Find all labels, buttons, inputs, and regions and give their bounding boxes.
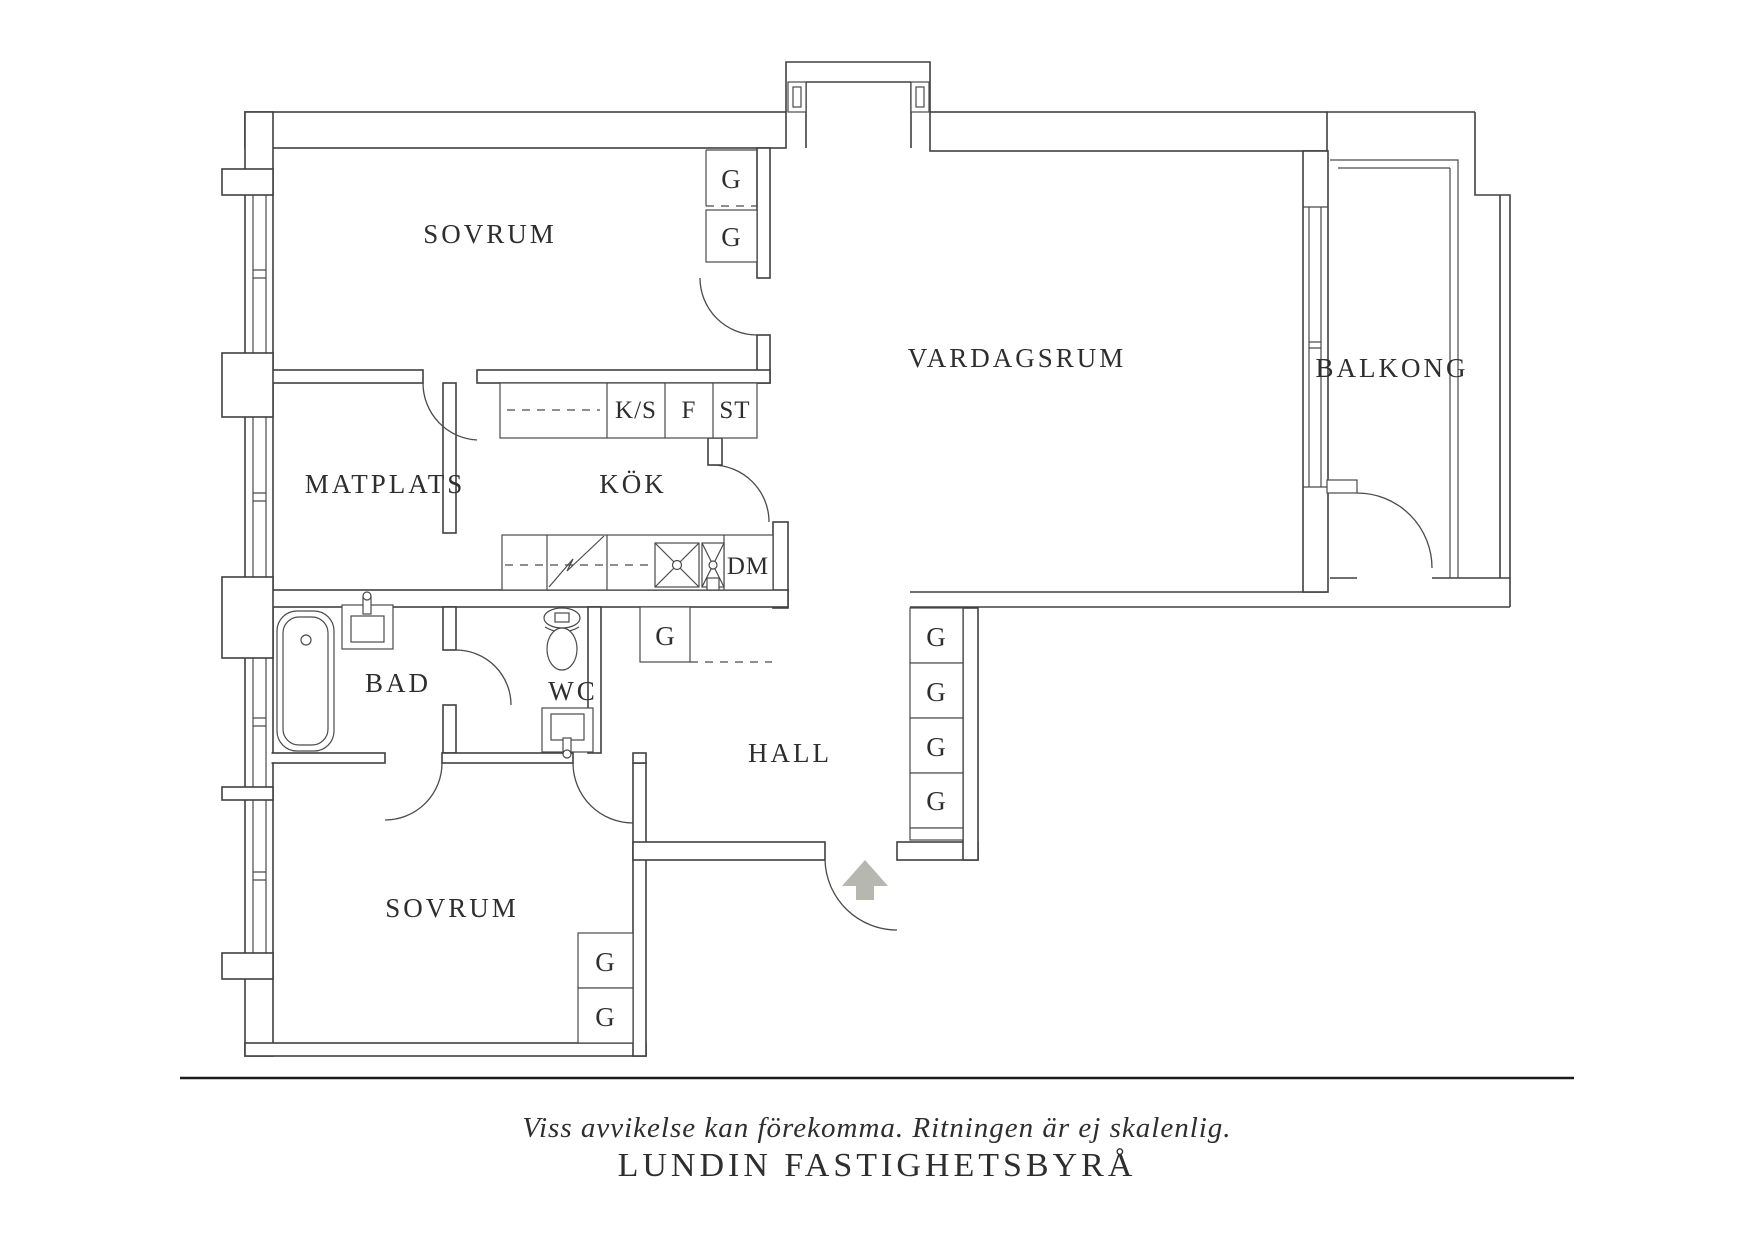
room-label-kok: KÖK xyxy=(599,469,667,499)
unit-label-diskmaskin: DM xyxy=(727,553,769,580)
wardrobe-label: G xyxy=(721,164,741,194)
stove-symbol xyxy=(548,535,605,588)
wardrobe-label: G xyxy=(926,677,946,707)
window-pier xyxy=(221,576,274,659)
wardrobe-label: G xyxy=(926,786,946,816)
entry-bump-walls xyxy=(785,61,931,148)
wardrobes: G G G G G G G G G xyxy=(577,149,964,1044)
balcony-railing xyxy=(1330,159,1459,578)
wc-sink xyxy=(541,707,594,759)
door-arc-entry xyxy=(824,859,898,931)
wardrobe-label: G xyxy=(595,947,615,977)
wardrobe-label: G xyxy=(926,732,946,762)
door-arc-matplats xyxy=(422,382,478,441)
room-label-bad: BAD xyxy=(365,668,431,698)
door-arc-sovrum-bottom xyxy=(384,762,443,821)
window-pier xyxy=(221,352,274,418)
door-arc-wc xyxy=(455,649,512,706)
room-label-matplats: MATPLATS xyxy=(305,469,466,499)
doors xyxy=(384,277,1433,931)
door-arc-hall xyxy=(572,762,634,824)
unit-label-frys: F xyxy=(682,397,697,424)
wardrobe-label: G xyxy=(721,222,741,252)
door-arc-kok xyxy=(711,464,770,523)
footer-disclaimer-text: Viss avvikelse kan förekomma. Ritningen … xyxy=(522,1112,1231,1144)
window-pier xyxy=(221,952,274,980)
wardrobe-label: G xyxy=(655,621,675,651)
room-label-hall: HALL xyxy=(748,738,832,768)
vardagsrum-balcony-wall xyxy=(1302,150,1329,593)
footer: Viss avvikelse kan förekomma. Ritningen … xyxy=(180,1076,1574,1184)
footer-agency-text: LUNDIN FASTIGHETSBYRÅ xyxy=(618,1147,1137,1184)
room-labels: SOVRUM VARDAGSRUM BALKONG MATPLATS KÖK B… xyxy=(305,219,1469,923)
balcony-door-leaf xyxy=(1326,479,1358,494)
door-arc-balkong xyxy=(1356,492,1433,569)
wardrobe-label: G xyxy=(926,622,946,652)
unit-label-kyl-sval: K/S xyxy=(615,397,657,424)
room-label-wc: WC xyxy=(548,676,598,706)
room-label-sovrum-top: SOVRUM xyxy=(423,219,557,249)
room-label-vardagsrum: VARDAGSRUM xyxy=(908,343,1127,373)
toilet xyxy=(543,607,581,671)
kitchen-counter-bottom: DM xyxy=(501,534,774,591)
window-pier xyxy=(221,168,274,196)
left-windows xyxy=(221,168,274,980)
entry-arrow-icon xyxy=(842,860,888,900)
unit-label-stad: ST xyxy=(719,397,750,424)
sink-symbol xyxy=(654,542,700,588)
bathtub xyxy=(276,610,335,752)
room-label-balkong: BALKONG xyxy=(1316,353,1469,383)
wardrobe-label: G xyxy=(595,1002,615,1032)
kitchen-counter-top: K/S F ST xyxy=(499,382,758,439)
faucet-symbol xyxy=(701,542,725,591)
window-pier xyxy=(221,786,274,801)
room-label-sovrum-bottom: SOVRUM xyxy=(385,893,519,923)
bad-sink xyxy=(341,591,394,650)
door-arc-sovrum-top xyxy=(699,277,758,336)
